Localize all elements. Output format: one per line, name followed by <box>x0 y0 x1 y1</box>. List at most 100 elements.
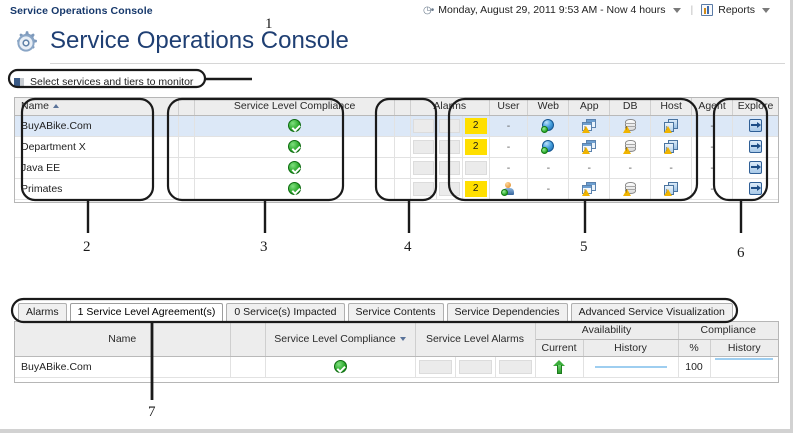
sla-alarm-cell[interactable] <box>415 356 456 378</box>
column-header-tier-agent[interactable]: Agent <box>691 98 734 116</box>
service-name-cell[interactable]: BuyABike.Com <box>15 115 180 137</box>
alarm-cell-count[interactable]: 2 <box>462 136 490 158</box>
tier-cell-web[interactable]: - <box>527 178 570 200</box>
tab-advanced-service-visualization[interactable]: Advanced Service Visualization <box>570 303 733 321</box>
service-name-cell[interactable]: Department X <box>15 136 180 158</box>
column-header-explore[interactable]: Explore <box>732 98 778 116</box>
tier-cell-db[interactable]: - <box>609 157 652 179</box>
tier-cell-user[interactable]: - <box>489 136 529 158</box>
tier-cell-agent[interactable]: - <box>691 136 734 158</box>
explore-cell[interactable] <box>732 178 778 200</box>
tier-cell-agent[interactable]: - <box>691 115 734 137</box>
sla-column-header-availability[interactable]: Availability <box>535 322 679 340</box>
alarm-cell-empty[interactable] <box>410 115 437 137</box>
tier-cell-app[interactable] <box>568 136 611 158</box>
sla-column-header-compliance-pct[interactable]: % <box>678 339 711 357</box>
service-name-cell[interactable]: Java EE <box>15 157 180 179</box>
tab-service-contents[interactable]: Service Contents <box>347 303 444 321</box>
alarm-cell-count[interactable]: 2 <box>462 115 490 137</box>
tier-cell-web[interactable] <box>527 115 570 137</box>
alarm-cell-empty[interactable] <box>410 157 437 179</box>
tier-cell-host[interactable] <box>650 178 693 200</box>
sla-column-header-name[interactable]: Name <box>15 322 231 357</box>
alarm-cell-empty[interactable] <box>436 136 463 158</box>
app-tier-window-warning-icon[interactable] <box>581 118 597 133</box>
alarm-cell-count[interactable]: 2 <box>462 178 490 200</box>
tier-cell-db[interactable] <box>609 115 652 137</box>
tier-cell-agent[interactable]: - <box>691 157 734 179</box>
select-services-label[interactable]: Select services and tiers to monitor <box>30 76 194 88</box>
column-header-alarms[interactable]: Alarms <box>410 98 490 116</box>
column-header-tier-db[interactable]: DB <box>609 98 652 116</box>
explore-icon[interactable] <box>749 182 763 195</box>
sla-alarm-cell[interactable] <box>455 356 496 378</box>
alarm-cell-empty[interactable] <box>410 136 437 158</box>
service-name-cell[interactable]: Primates <box>15 178 180 200</box>
tier-cell-user[interactable] <box>489 178 529 200</box>
explore-icon[interactable] <box>749 140 763 153</box>
column-header-tier-app[interactable]: App <box>568 98 611 116</box>
column-header-name[interactable]: Name <box>15 98 180 116</box>
db-tier-database-warning-icon[interactable] <box>623 139 637 154</box>
explore-cell[interactable] <box>732 157 778 179</box>
host-tier-server-warning-icon[interactable] <box>663 139 679 154</box>
reports-label[interactable]: Reports <box>718 4 755 16</box>
tier-cell-user[interactable]: - <box>489 157 529 179</box>
alarm-cell-empty[interactable] <box>436 115 463 137</box>
tier-cell-app[interactable]: - <box>568 157 611 179</box>
tab-1-service-level-agreement-s[interactable]: 1 Service Level Agreement(s) <box>69 303 224 321</box>
sla-name-cell[interactable]: BuyABike.Com <box>15 356 231 378</box>
panel-toggle-icon[interactable] <box>14 77 25 88</box>
tab-0-service-s-impacted[interactable]: 0 Service(s) Impacted <box>226 303 345 321</box>
alarm-cell-empty[interactable] <box>436 178 463 200</box>
tab-alarms[interactable]: Alarms <box>18 303 67 321</box>
tier-cell-app[interactable] <box>568 115 611 137</box>
host-tier-server-warning-icon[interactable] <box>663 181 679 196</box>
tab-service-dependencies[interactable]: Service Dependencies <box>446 303 568 321</box>
explore-cell[interactable] <box>732 136 778 158</box>
reports-chevron-down-icon[interactable] <box>762 7 770 13</box>
web-tier-globe-icon[interactable] <box>541 118 555 133</box>
explore-icon[interactable] <box>749 161 763 174</box>
sla-column-header-availability-history[interactable]: History <box>583 339 679 357</box>
user-tier-person-icon[interactable] <box>500 181 516 196</box>
select-services-control[interactable]: Select services and tiers to monitor <box>14 76 193 88</box>
db-tier-database-warning-icon[interactable] <box>623 118 637 133</box>
sla-column-header-sla-alarms[interactable]: Service Level Alarms <box>415 322 536 357</box>
column-header-tier-web[interactable]: Web <box>527 98 570 116</box>
service-row[interactable]: Department X2-- <box>15 136 778 158</box>
alarm-cell-empty[interactable] <box>410 178 437 200</box>
app-tier-window-warning-icon[interactable] <box>581 139 597 154</box>
tier-cell-app[interactable] <box>568 178 611 200</box>
sla-column-header-compliance-group[interactable]: Compliance <box>678 322 778 340</box>
sla-column-header-availability-current[interactable]: Current <box>535 339 584 357</box>
time-range-label[interactable]: Monday, August 29, 2011 9:53 AM - Now 4 … <box>438 4 666 16</box>
explore-cell[interactable] <box>732 115 778 137</box>
sla-alarm-cell[interactable] <box>495 356 536 378</box>
tier-cell-agent[interactable]: - <box>691 178 734 200</box>
tier-cell-host[interactable] <box>650 136 693 158</box>
report-chart-icon[interactable] <box>701 4 714 16</box>
explore-icon[interactable] <box>749 119 763 132</box>
sla-column-header-compliance[interactable]: Service Level Compliance <box>265 322 416 357</box>
db-tier-database-warning-icon[interactable] <box>623 181 637 196</box>
column-header-compliance[interactable]: Service Level Compliance <box>194 98 395 116</box>
tier-cell-db[interactable] <box>609 136 652 158</box>
column-header-tier-user[interactable]: User <box>489 98 529 116</box>
host-tier-server-warning-icon[interactable] <box>663 118 679 133</box>
tier-cell-host[interactable] <box>650 115 693 137</box>
alarm-cell-empty[interactable] <box>436 157 463 179</box>
tier-cell-user[interactable]: - <box>489 115 529 137</box>
tier-cell-web[interactable]: - <box>527 157 570 179</box>
tier-cell-db[interactable] <box>609 178 652 200</box>
column-header-tier-host[interactable]: Host <box>650 98 693 116</box>
app-tier-window-warning-icon[interactable] <box>581 181 597 196</box>
sla-column-header-compliance-history[interactable]: History <box>710 339 778 357</box>
tier-cell-host[interactable]: - <box>650 157 693 179</box>
time-range-chevron-down-icon[interactable] <box>672 7 681 13</box>
tier-cell-web[interactable] <box>527 136 570 158</box>
service-row[interactable]: Primates 2 - - <box>15 178 778 200</box>
alarm-cell-empty[interactable] <box>462 157 490 179</box>
